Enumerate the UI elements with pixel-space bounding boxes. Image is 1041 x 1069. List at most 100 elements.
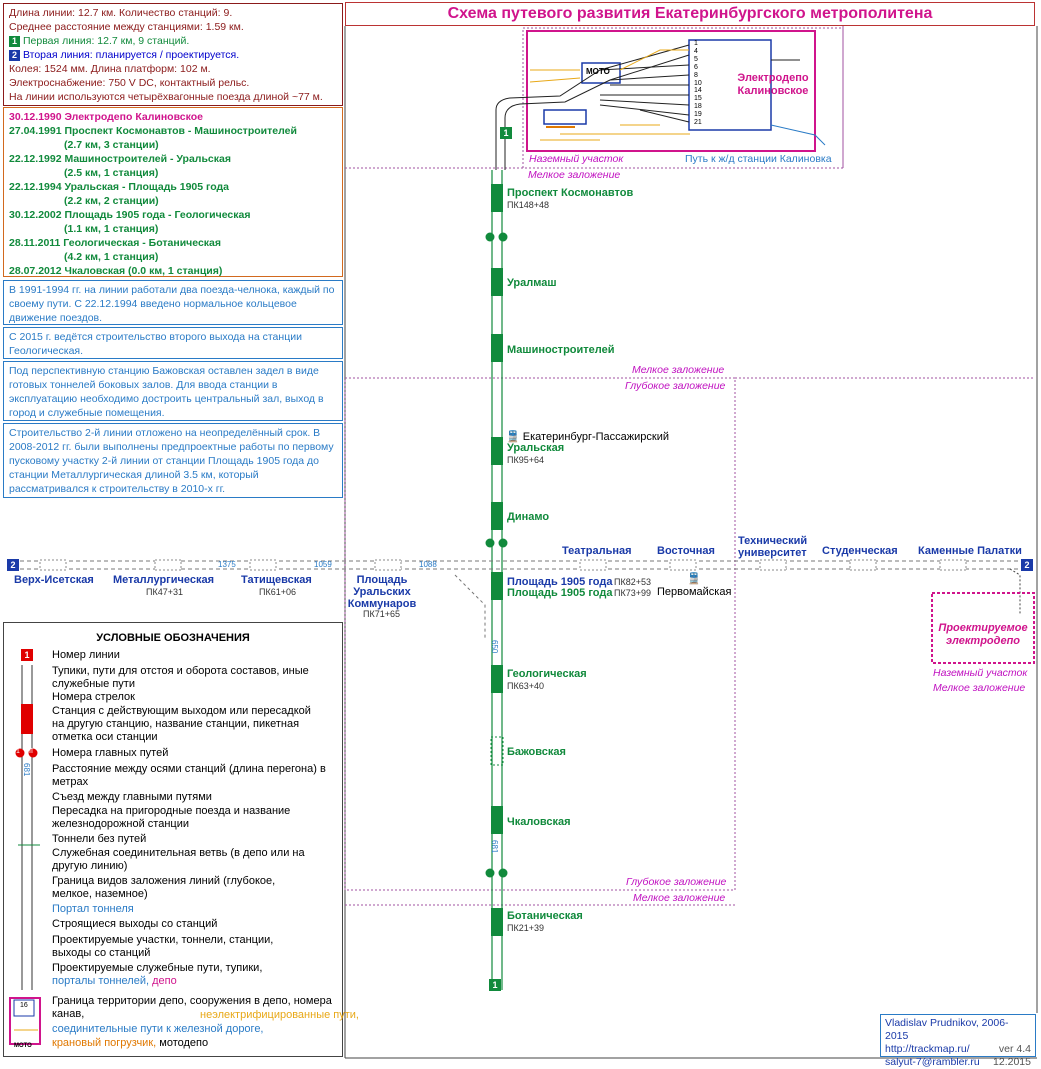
platform xyxy=(491,334,503,362)
history-item: (1.1 км, 1 станция) xyxy=(64,223,159,235)
line-info-panel: Длина линии: 12.7 км. Количество станций… xyxy=(3,3,343,106)
history-item: 30.12.2002 Площадь 1905 года - Геологиче… xyxy=(9,209,251,221)
section-label-shallow: Мелкое заложение xyxy=(633,892,726,904)
station-label-line2: Металлургическая xyxy=(113,574,215,586)
section-label-shallow: Мелкое заложение xyxy=(632,364,725,376)
note-geological-exit: С 2015 г. ведётся строительство второго … xyxy=(3,327,343,359)
distance-label: 650 xyxy=(490,640,499,654)
station-label-line2: Верх-Исетская xyxy=(14,574,94,586)
credits-email[interactable]: salyut-7@rambler.ru xyxy=(885,1056,980,1068)
depot-rail-link-label: Путь к ж/д станции Калиновка xyxy=(685,153,832,165)
station-label: Динамо xyxy=(507,511,550,523)
station-label: Уралмаш xyxy=(507,277,557,289)
info-first-line-text: Первая линия: 12.7 км, 9 станций. xyxy=(23,35,190,47)
legend-item: депо xyxy=(152,975,177,987)
station-picket: ПК47+31 xyxy=(146,587,183,597)
platform xyxy=(491,572,503,600)
history-item: (2.2 км, 2 станции) xyxy=(64,195,159,207)
legend-item: Расстояние между осями станций (длина пе… xyxy=(52,763,326,788)
legend-item: Служебная соединительная ветвь (в депо и… xyxy=(52,847,305,872)
history-item: (4.2 км, 1 станция) xyxy=(64,251,159,263)
line-1-badge-bottom: 1 xyxy=(492,980,498,990)
station-label: Площадь 1905 года xyxy=(507,587,613,599)
station-label: Проспект Космонавтов xyxy=(507,187,634,199)
legend-item: Станция с действующим выходом или переса… xyxy=(52,705,311,743)
section-label-shallow: Мелкое заложение xyxy=(528,169,621,181)
moto-building xyxy=(581,62,621,84)
legend-track-sample: 1 xyxy=(16,748,20,755)
legend-item: неэлектрифицированные пути, xyxy=(200,1009,359,1021)
legend-item-row: порталы тоннелей, депо xyxy=(52,975,177,988)
credits-version: ver 4.4 xyxy=(998,1043,1031,1055)
platform xyxy=(491,268,503,296)
distance-label: 1088 xyxy=(419,560,437,569)
info-average: Среднее расстояние между станциями: 1.59… xyxy=(9,21,244,33)
credits-url[interactable]: http://trackmap.ru/ xyxy=(885,1043,970,1055)
legend-item: Проектируемые служебные пути, тупики, xyxy=(52,962,263,974)
station-label-line2: Площадь Уральских Коммунаров xyxy=(347,574,417,610)
legend-item: Портал тоннеля xyxy=(52,903,134,915)
depot-ground-label: Наземный участок xyxy=(529,153,624,165)
rail-station-name: Екатеринбург-Пассажирский xyxy=(522,431,669,443)
station-picket: ПК73+99 xyxy=(614,588,651,598)
station-label: Машиностроителей xyxy=(507,344,615,356)
depot-name: Электродепо Калиновское xyxy=(737,72,809,97)
credits-date: 12.2015 xyxy=(993,1056,1031,1068)
history-panel: 30.12.1990 Электродепо Калиновское 27.04… xyxy=(3,107,343,277)
platform xyxy=(491,908,503,936)
legend-item: Съезд между главными путями xyxy=(52,791,212,803)
legend-item: Строящиеся выходы со станций xyxy=(52,918,218,930)
legend-item: Пересадка на пригородные поезда и назван… xyxy=(52,805,291,830)
legend-moto: МОТО xyxy=(14,1043,32,1049)
train-icon: 🚆 xyxy=(687,573,702,585)
history-item: 30.12.1990 Электродепо Калиновское xyxy=(9,111,203,123)
station-label: Чкаловская xyxy=(507,816,571,828)
bazhovskaya-reserve xyxy=(490,736,504,766)
section-label-shallow: Мелкое заложение xyxy=(933,682,1026,694)
legend-line-badge: 1 xyxy=(24,650,30,660)
info-power: Электроснабжение: 750 V DC, контактный р… xyxy=(9,77,250,89)
info-length: Длина линии: 12.7 км. Количество станций… xyxy=(9,7,233,19)
history-item: 27.04.1991 Проспект Космонавтов - Машино… xyxy=(9,125,297,137)
station-picket: ПК148+48 xyxy=(507,200,549,210)
moto-label: МОТО xyxy=(586,67,610,76)
train-icon: 🚆 xyxy=(506,431,520,443)
platform xyxy=(491,665,503,693)
info-second-line-text: Вторая линия: планируется / проектируетс… xyxy=(23,49,240,61)
legend-panel: УСЛОВНЫЕ ОБОЗНАЧЕНИЯ xyxy=(3,622,343,1057)
station-label-line2: Каменные Палатки xyxy=(918,545,1022,557)
distance-label: 1059 xyxy=(314,560,332,569)
planned-depot-label: Проектируемое электродепо xyxy=(938,622,1028,647)
station-picket: ПК61+06 xyxy=(259,587,296,597)
credits-panel: Vladislav Prudnikov, 2006-2015 http://tr… xyxy=(880,1014,1036,1068)
station-label-line2: Татищевская xyxy=(241,574,312,586)
distance-label: 681 xyxy=(490,840,499,854)
line-2-badge-right: 2 xyxy=(1024,560,1030,570)
station-picket: ПК63+40 xyxy=(507,681,544,691)
platform xyxy=(491,806,503,834)
note-shuttle: В 1991-1994 гг. на линии работали два по… xyxy=(3,280,343,325)
legend-distance-sample: 681 xyxy=(22,763,31,777)
line-2-badge-left: 2 xyxy=(10,560,16,570)
station-label: Геологическая xyxy=(507,668,587,680)
station-label-line2: Театральная xyxy=(562,545,632,557)
history-item: (2.5 км, 1 станция) xyxy=(64,167,159,179)
legend-track-sample: II xyxy=(29,748,33,755)
station-label-line2: Площадь 1905 года xyxy=(507,576,613,588)
station-picket: ПК71+65 xyxy=(363,609,400,619)
credits-author: Vladislav Prudnikov, 2006-2015 xyxy=(885,1017,1009,1042)
legend-item: порталы тоннелей, xyxy=(52,975,150,987)
history-item: 22.12.1992 Машиностроителей - Уральская xyxy=(9,153,231,165)
section-label-deep: Глубокое заложение xyxy=(626,876,727,888)
history-item: 22.12.1994 Уральская - Площадь 1905 года xyxy=(9,181,230,193)
note-bazhovskaya: Под перспективную станцию Бажовская оста… xyxy=(3,361,343,421)
deep-zone-boundary xyxy=(344,377,736,891)
station-picket: ПК95+64 xyxy=(507,455,544,465)
station-label-line2: Студенческая xyxy=(822,545,898,557)
history-item: (2.7 км, 3 станции) xyxy=(64,139,159,151)
line-1-badge: 1 xyxy=(9,35,20,47)
